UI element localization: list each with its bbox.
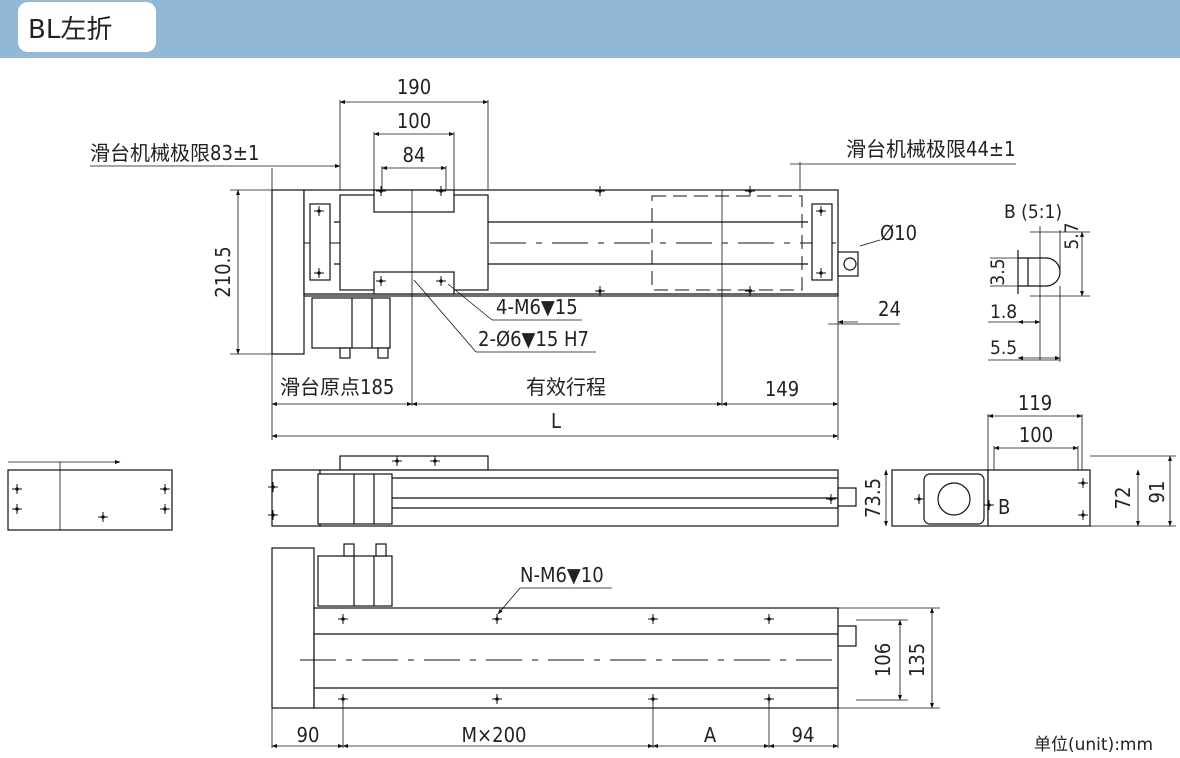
dim-135: 135 bbox=[905, 643, 929, 677]
dim-m200: M×200 bbox=[462, 723, 527, 747]
end-plate-left bbox=[271, 189, 305, 355]
units-label: 单位(unit):mm bbox=[1034, 735, 1154, 755]
dim-100: 100 bbox=[397, 109, 431, 133]
motor bbox=[311, 297, 391, 349]
dim-1-8: 1.8 bbox=[990, 301, 1017, 323]
dim-210-5: 210.5 bbox=[211, 246, 235, 298]
dim-119: 119 bbox=[1018, 391, 1052, 415]
dim-L: L bbox=[551, 409, 561, 433]
right-end-view: 119 100 73.5 72 91 B bbox=[861, 391, 1176, 527]
title-tab bbox=[18, 2, 156, 52]
holes-dia6: 2-Ø6▼15 H7 bbox=[478, 327, 589, 351]
dim-5-7: 5.7 bbox=[1061, 222, 1083, 249]
detail-b: B (5:1) 5.7 3.5 1.8 5.5 bbox=[987, 201, 1090, 362]
limit-right-label: 滑台机械极限44±1 bbox=[846, 137, 1015, 161]
dim-5-5: 5.5 bbox=[990, 337, 1017, 359]
dim-100-side: 100 bbox=[1019, 423, 1053, 447]
dim-149: 149 bbox=[765, 377, 799, 401]
origin-label: 滑台原点185 bbox=[280, 375, 394, 399]
dim-72: 72 bbox=[1111, 487, 1135, 510]
mark-b: B bbox=[998, 495, 1010, 519]
side-view bbox=[268, 455, 857, 527]
page-title: BL左折 bbox=[28, 15, 113, 45]
dim-84: 84 bbox=[403, 143, 426, 167]
header-band bbox=[0, 0, 1180, 58]
dim-73-5: 73.5 bbox=[861, 478, 885, 518]
dim-190: 190 bbox=[397, 75, 431, 99]
holes-bottom: N-M6▼10 bbox=[520, 563, 604, 587]
limit-left-label: 滑台机械极限83±1 bbox=[90, 141, 259, 165]
dim-90: 90 bbox=[297, 723, 320, 747]
dim-3-5: 3.5 bbox=[987, 258, 1009, 285]
bottom-view: N-M6▼10 106 135 90 M×200 A 94 bbox=[271, 543, 940, 748]
dim-dia10: Ø10 bbox=[880, 221, 917, 245]
stroke-label: 有效行程 bbox=[526, 375, 606, 399]
dim-24: 24 bbox=[878, 297, 901, 321]
holes-m6: 4-M6▼15 bbox=[496, 295, 578, 319]
detail-b-title: B (5:1) bbox=[1004, 201, 1062, 223]
left-end-view bbox=[7, 460, 173, 531]
top-view: 190 100 84 滑台机械极限83±1 滑台机械极限44±1 210.5 Ø… bbox=[90, 75, 1016, 440]
dim-94: 94 bbox=[792, 723, 815, 747]
dim-A: A bbox=[704, 723, 717, 747]
dim-106: 106 bbox=[871, 643, 895, 677]
dim-91: 91 bbox=[1145, 481, 1169, 504]
